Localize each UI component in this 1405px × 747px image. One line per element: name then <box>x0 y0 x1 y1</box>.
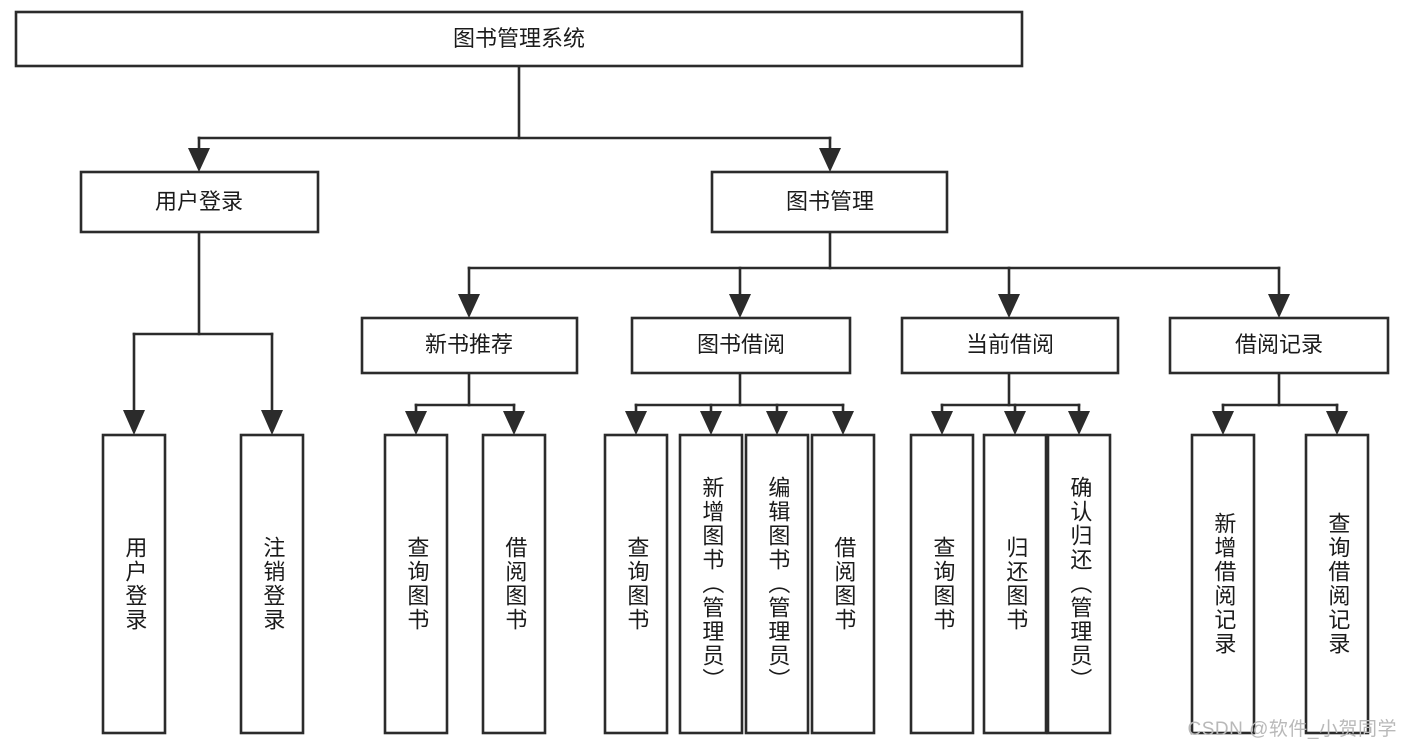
arrowhead-leaf-logout <box>261 410 283 435</box>
node-borrow-record-label: 借阅记录 <box>1235 332 1323 357</box>
arrowhead-current-borrow <box>998 294 1020 318</box>
arrowhead-leaf-edit-book <box>766 411 788 435</box>
arrowhead-leaf-query-book-recommend <box>405 411 427 435</box>
arrowhead-leaf-query-record <box>1326 411 1348 435</box>
node-new-book-recommend[interactable] <box>360 316 579 375</box>
arrowhead-leaf-borrow-book-recommend <box>503 411 525 435</box>
arrowhead-borrow-record <box>1268 294 1290 318</box>
node-leaf-user-login[interactable] <box>101 433 167 735</box>
connector-layer <box>123 64 1348 435</box>
arrowhead-leaf-add-book <box>700 411 722 435</box>
node-borrow-record[interactable] <box>1168 316 1390 375</box>
node-book-manage-label: 图书管理 <box>786 189 874 214</box>
node-book-manage[interactable] <box>710 170 949 234</box>
node-book-borrow-label: 图书借阅 <box>697 332 785 357</box>
arrowhead-leaf-add-record <box>1212 411 1234 435</box>
node-leaf-logout[interactable] <box>239 433 305 735</box>
node-leaf-add-book[interactable] <box>678 433 744 735</box>
node-leaf-add-record[interactable] <box>1190 433 1256 735</box>
node-layer: 图书管理系统 用户登录 图书管理 新书推荐 图书借阅 当前借阅 借阅记录 <box>14 10 1390 735</box>
node-leaf-query-book-current[interactable] <box>909 433 975 735</box>
node-root-label: 图书管理系统 <box>453 26 585 51</box>
arrowhead-leaf-borrow-book <box>832 411 854 435</box>
arrowhead-leaf-user-login <box>123 410 145 435</box>
arrowhead-leaf-return-book <box>1004 411 1026 435</box>
node-current-borrow[interactable] <box>900 316 1120 375</box>
csdn-watermark: CSDN @软件_小贺同学 <box>1187 719 1397 740</box>
arrowhead-leaf-query-book-current <box>931 411 953 435</box>
arrowhead-book-manage <box>819 148 841 172</box>
arrowhead-user-login <box>188 148 210 172</box>
node-leaf-borrow-book-recommend[interactable] <box>481 433 547 735</box>
node-leaf-edit-book[interactable] <box>744 433 810 735</box>
node-leaf-return-book[interactable] <box>982 433 1048 735</box>
arrowhead-leaf-query-book-borrow <box>625 411 647 435</box>
node-user-login[interactable] <box>79 170 320 234</box>
node-current-borrow-label: 当前借阅 <box>966 332 1054 357</box>
node-leaf-query-book-recommend[interactable] <box>383 433 449 735</box>
node-leaf-query-record[interactable] <box>1304 433 1370 735</box>
arrowhead-leaf-confirm-return <box>1068 411 1090 435</box>
node-new-book-recommend-label: 新书推荐 <box>425 332 513 357</box>
node-user-login-label: 用户登录 <box>155 189 243 214</box>
node-leaf-query-book-borrow[interactable] <box>603 433 669 735</box>
node-book-borrow[interactable] <box>630 316 852 375</box>
node-leaf-borrow-book[interactable] <box>810 433 876 735</box>
arrowhead-book-borrow <box>729 294 751 318</box>
node-leaf-confirm-return[interactable] <box>1046 433 1112 735</box>
arrowhead-new-book-recommend <box>458 294 480 318</box>
node-root[interactable] <box>14 10 1024 68</box>
